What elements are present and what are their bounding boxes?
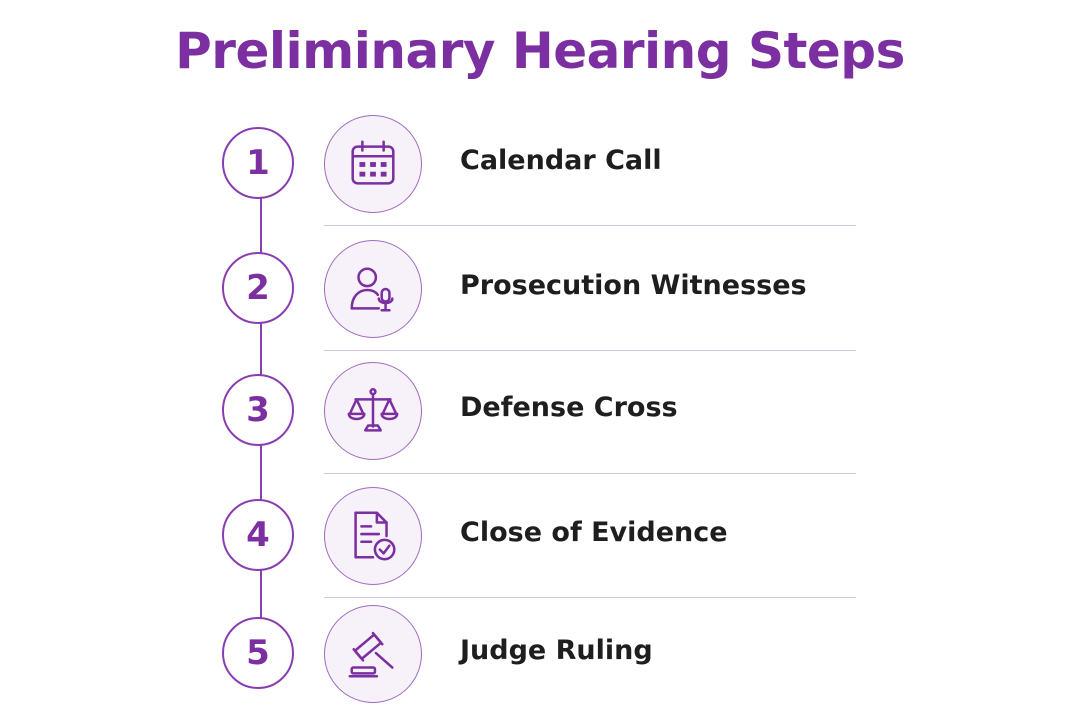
step-label: Calendar Call bbox=[460, 145, 662, 176]
step-number: 5 bbox=[222, 617, 294, 689]
step-number: 3 bbox=[222, 374, 294, 446]
witness-microphone-icon bbox=[324, 240, 422, 338]
step-number: 2 bbox=[222, 252, 294, 324]
step-divider bbox=[324, 225, 856, 226]
calendar-icon bbox=[324, 115, 422, 213]
step-4: 4 Close of Evidence bbox=[0, 487, 1080, 587]
step-number: 1 bbox=[222, 127, 294, 199]
step-number: 4 bbox=[222, 499, 294, 571]
step-divider bbox=[324, 350, 856, 351]
step-2: 2 Prosecution Witnesses bbox=[0, 240, 1080, 340]
step-label: Close of Evidence bbox=[460, 517, 728, 548]
step-label: Judge Ruling bbox=[460, 635, 653, 666]
step-label: Prosecution Witnesses bbox=[460, 270, 807, 301]
step-3: 3 Defense Cross bbox=[0, 362, 1080, 462]
step-1: 1 Calendar Call bbox=[0, 115, 1080, 215]
step-divider bbox=[324, 473, 856, 474]
step-label: Defense Cross bbox=[460, 392, 678, 423]
scales-of-justice-icon bbox=[324, 362, 422, 460]
document-check-icon bbox=[324, 487, 422, 585]
step-divider bbox=[324, 597, 856, 598]
gavel-icon bbox=[324, 605, 422, 703]
page-title: Preliminary Hearing Steps bbox=[175, 22, 905, 80]
step-5: 5 Judge Ruling bbox=[0, 605, 1080, 705]
